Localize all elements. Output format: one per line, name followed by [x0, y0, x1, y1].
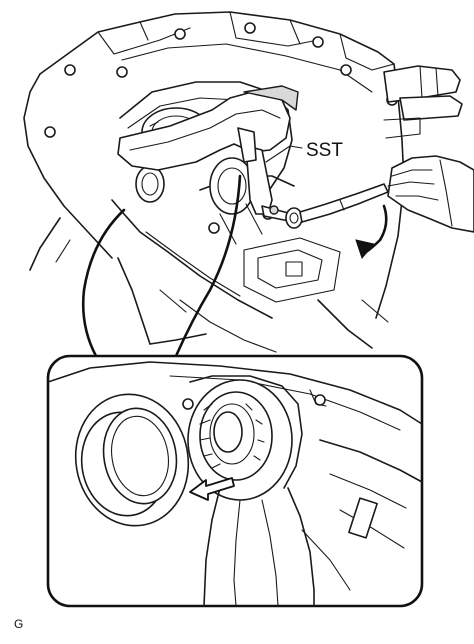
hand [387, 155, 474, 233]
magnify-connector [81, 174, 242, 358]
oil-seal [74, 393, 190, 527]
side-bearing-boss [135, 157, 255, 215]
wrench-handle [299, 183, 389, 223]
figure-corner-code: G [14, 617, 23, 631]
detail-inset [46, 354, 424, 608]
sst-label: SST [306, 140, 343, 161]
special-service-tool [117, 85, 389, 229]
output-shaft [383, 65, 463, 139]
tool-screw-knob [261, 205, 303, 229]
removal-arrow [189, 477, 235, 501]
sst-callout: SST [265, 140, 343, 163]
side-bearing [187, 379, 293, 501]
turn-direction-arrow [355, 204, 388, 259]
